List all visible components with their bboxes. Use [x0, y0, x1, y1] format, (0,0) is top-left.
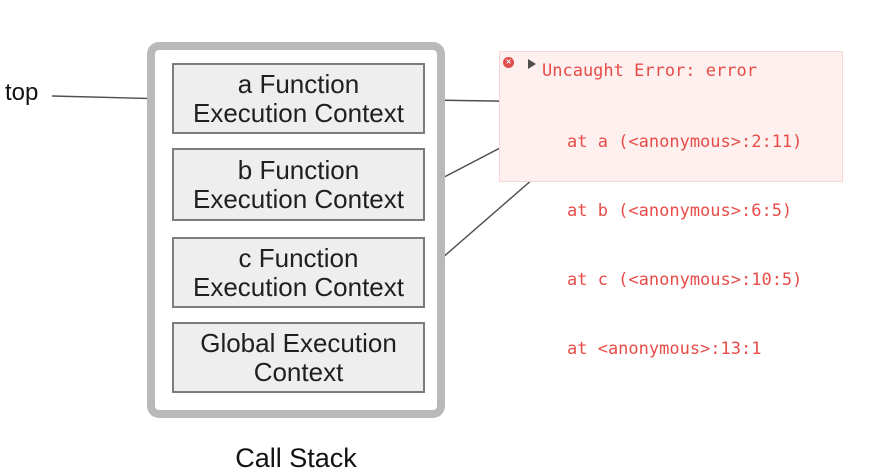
stack-trace-line-anonymous: at <anonymous>:13:1	[567, 339, 762, 359]
call-stack-caption: Call Stack	[235, 443, 357, 473]
frame-global-execution-context: Global Execution Context	[172, 322, 425, 393]
console-error-panel	[499, 51, 843, 182]
top-pointer-label: top	[5, 79, 39, 106]
stack-trace-line-b: at b (<anonymous>:6:5)	[567, 201, 793, 221]
disclosure-triangle-icon[interactable]	[528, 59, 536, 69]
frame-c-label: c Function Execution Context	[192, 242, 404, 302]
stack-trace-line-a: at a (<anonymous>:2:11)	[567, 132, 803, 152]
stack-trace-line-c: at c (<anonymous>:10:5)	[567, 270, 803, 290]
error-circle-x-icon	[503, 57, 514, 68]
frame-b-label: b Function Execution Context	[192, 154, 404, 214]
console-stack-trace: at a (<anonymous>:2:11) at b (<anonymous…	[567, 85, 802, 407]
frame-a-execution-context: a Function Execution Context	[172, 63, 425, 134]
frame-b-execution-context: b Function Execution Context	[172, 148, 425, 221]
frame-c-execution-context: c Function Execution Context	[172, 237, 425, 308]
console-error-message: Uncaught Error: error	[542, 61, 757, 81]
frame-global-label: Global Execution Context	[200, 327, 397, 387]
frame-a-label: a Function Execution Context	[192, 68, 404, 128]
